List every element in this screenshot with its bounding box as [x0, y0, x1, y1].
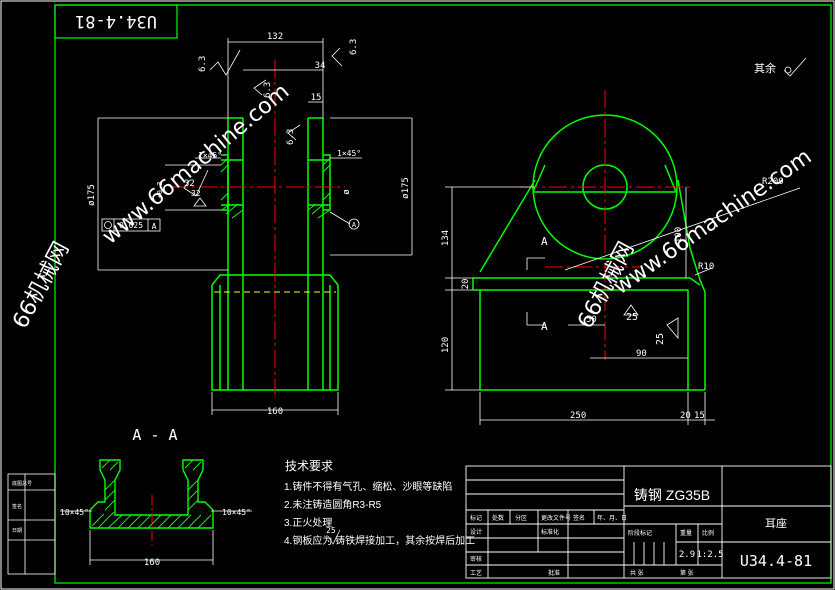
rough-side-1: 25 — [626, 312, 638, 323]
part-name: 耳座 — [765, 516, 787, 530]
geo-tolerance-frame: 0.025 A — [101, 218, 161, 232]
chamfer-left: 1×45° — [198, 151, 222, 160]
strip-label-1: 底图总号 — [12, 480, 32, 487]
scale-label: 比例 — [702, 529, 714, 537]
roughness-symbols — [183, 47, 343, 207]
dia-left: ø175 — [87, 184, 97, 206]
dim-132: 132 — [267, 32, 283, 42]
dim-160-front: 160 — [267, 407, 283, 417]
tech-item-2: 2.未注铸造圆角R3-R5 — [284, 498, 382, 511]
side-centerlines — [520, 90, 690, 360]
front-hatch — [220, 157, 331, 219]
title-tag-text: U34.4-81 — [75, 11, 157, 31]
rough-3: 6.3 — [263, 82, 273, 98]
stage-label: 阶段标记 — [628, 529, 652, 537]
section-a-bottom: A — [541, 320, 548, 333]
tech-item-1: 1.铸件不得有气孔、缩松、沙眼等缺陷 — [284, 480, 452, 493]
bore-dia: ø — [342, 189, 352, 195]
head-cell-5: 签名 — [573, 514, 585, 522]
dim-34: 34 — [315, 61, 326, 71]
section-view — [89, 459, 214, 529]
strip-label-3: 日期 — [12, 528, 22, 534]
tolerance: +0.3 — [156, 182, 164, 199]
drawing-number: U34.4-81 — [740, 552, 812, 570]
r200: R200 — [762, 177, 784, 187]
side-dims — [445, 186, 801, 425]
front-dims — [97, 38, 413, 415]
roughness-others-label: 其余 — [754, 61, 776, 75]
dim-134: 134 — [441, 230, 451, 246]
head-cell-6: 年、月、日 — [597, 514, 627, 522]
tech-item-4: 4.钢板应为 铸铁焊接加工，其余按焊后加工 — [284, 534, 475, 547]
section-label: A - A — [132, 426, 177, 444]
tech-item-3: 3.正火处理 — [284, 517, 332, 529]
tech-item-4-rough: 25 — [326, 526, 336, 535]
weight-label: 重量 — [680, 529, 692, 537]
title-block — [465, 465, 832, 579]
r10: R10 — [698, 262, 714, 272]
watermark-url-right: www.66machine.com — [609, 144, 816, 300]
rough-4: 6.3 — [286, 129, 296, 145]
head-cell-1: 标记 — [470, 514, 482, 522]
geo-tol-value: 0.025 — [119, 221, 143, 230]
rough-5: 32 — [184, 179, 195, 189]
section-hatch — [91, 459, 212, 529]
front-centerlines — [170, 60, 345, 395]
section-dims — [60, 510, 252, 565]
dia-right: ø175 — [401, 177, 411, 199]
dim-250: 250 — [570, 411, 586, 421]
side-strip — [7, 473, 56, 575]
section-width: 160 — [144, 558, 160, 568]
watermark-url-left: www.66machine.com — [98, 79, 294, 250]
dim-20: 20 — [461, 279, 471, 290]
dim-90: 90 — [636, 349, 647, 359]
dim-15: 15 — [311, 93, 322, 103]
tech-heading: 技术要求 — [285, 459, 333, 473]
chamfer-right: 1×45° — [337, 149, 361, 158]
review-label: 审核 — [470, 555, 482, 563]
section-chamfer-right: 10×45° — [222, 508, 251, 517]
head-cell-3: 分区 — [515, 514, 527, 522]
geo-tol-datum: A — [152, 222, 157, 231]
dim-100: 100 — [674, 227, 684, 243]
approve-label: 批准 — [548, 569, 560, 577]
dim-120: 120 — [441, 337, 451, 353]
section-chamfer-left: 10×45° — [60, 508, 89, 517]
weight-value: 2.9 — [679, 550, 695, 560]
scale-value: 1:2.5 — [696, 550, 723, 560]
rough-1: 6.3 — [198, 56, 208, 72]
head-cell-4: 更改文件号 — [541, 514, 571, 522]
rough-5b: 32 — [191, 189, 201, 198]
material: 铸钢 ZG35B — [634, 487, 710, 503]
design-label: 设计 — [470, 528, 482, 536]
sheet-label: 第 张 — [680, 569, 694, 577]
tech-rough-symbol — [327, 529, 341, 545]
rough-2: 6.3 — [349, 39, 359, 55]
datum-a: A — [352, 221, 357, 229]
dim-50: 50 — [586, 315, 597, 325]
strip-label-2: 签名 — [12, 503, 22, 510]
drawing-frame — [54, 4, 832, 584]
dim-20b: 20 — [680, 411, 691, 421]
dim-15b: 15 — [694, 411, 705, 421]
side-roughness — [623, 57, 807, 340]
section-a-top: A — [541, 235, 548, 248]
sheets-label: 共 张 — [630, 569, 644, 577]
std-label: 标准化 — [541, 528, 559, 536]
front-view — [211, 117, 339, 391]
rough-side-2: 25 — [655, 333, 666, 345]
head-cell-2: 处数 — [492, 514, 504, 522]
title-tag: U34.4-81 — [54, 4, 178, 39]
craft-label: 工艺 — [470, 569, 482, 577]
watermark-cn-left: 66机械网 — [8, 238, 74, 333]
